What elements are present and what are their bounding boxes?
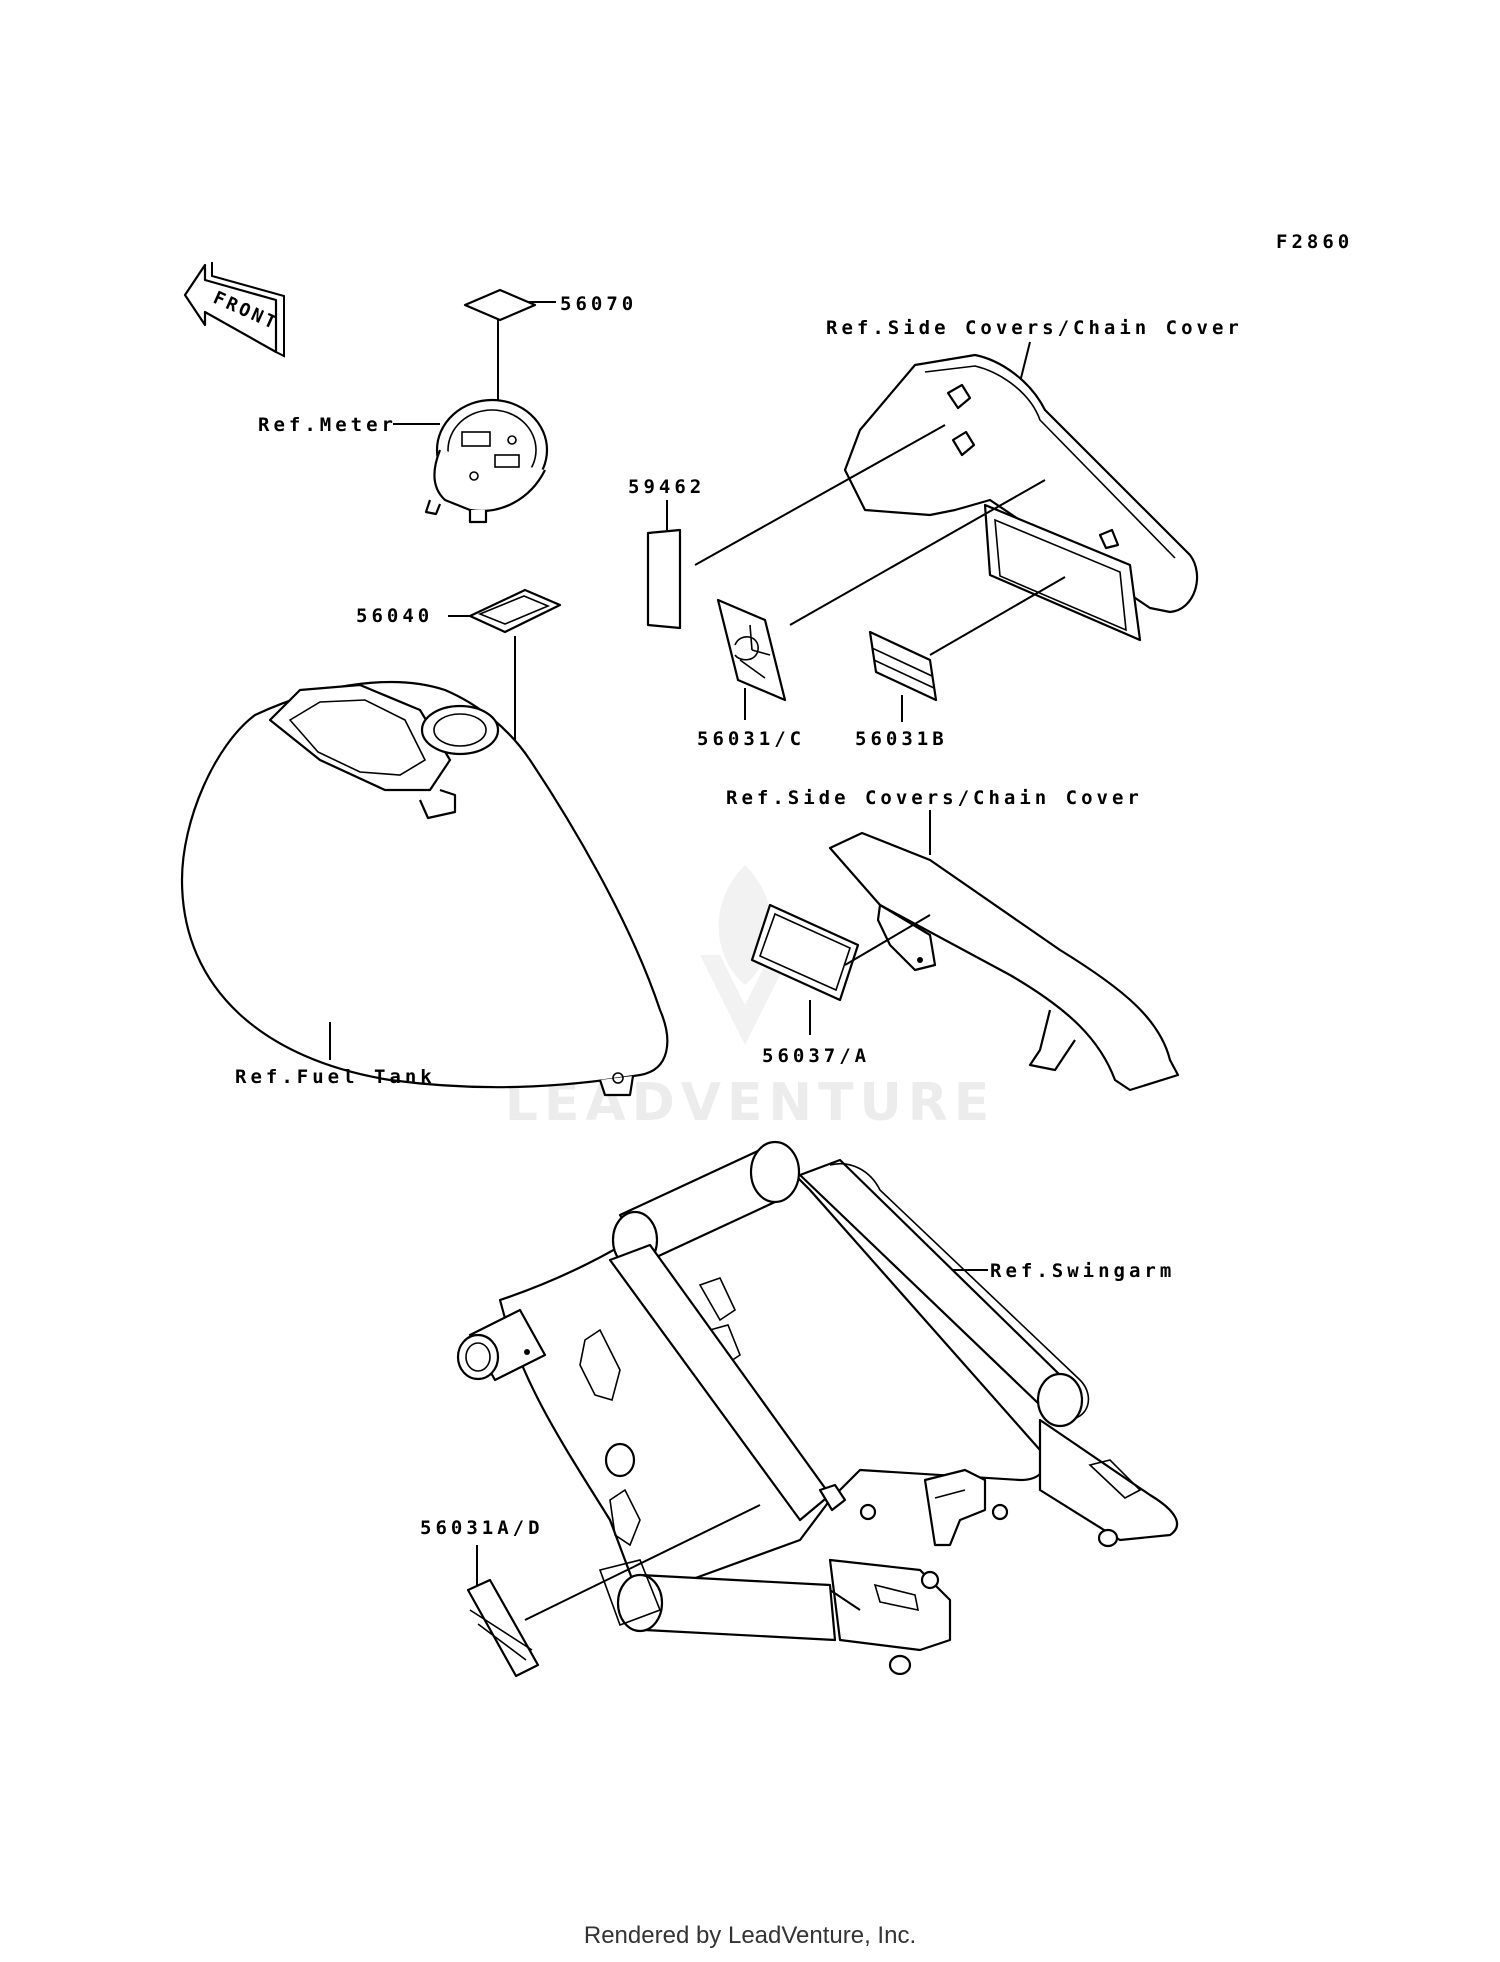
label-56031C: 56031/C: [697, 479, 1046, 750]
label-56031B: 56031B: [855, 576, 1066, 750]
label-56031AD: 56031A/D: [420, 1517, 544, 1678]
ref-side-covers-label-1: Ref.Side Covers/Chain Cover: [826, 317, 1243, 339]
ref-meter-label: Ref.Meter: [258, 414, 397, 436]
side-cover-lower-part: Ref.Side Covers/Chain Cover: [726, 787, 1180, 1092]
label-56040: 56040: [356, 588, 562, 778]
ref-side-covers-label-2: Ref.Side Covers/Chain Cover: [726, 787, 1143, 809]
figure-code: F2860: [1276, 231, 1353, 253]
ref-fuel-tank-label: Ref.Fuel Tank: [235, 1066, 436, 1088]
label-56070: 56070: [463, 288, 637, 440]
side-cover-upper-part: Ref.Side Covers/Chain Cover: [826, 317, 1243, 642]
label-59462: 59462: [628, 424, 946, 630]
part-number-56070: 56070: [560, 293, 637, 315]
part-number-56040: 56040: [356, 605, 433, 627]
swingarm-part: Ref.Swingarm: [456, 1140, 1179, 1676]
meter-part: Ref.Meter: [258, 398, 549, 524]
label-56037A: 56037/A: [750, 903, 931, 1067]
ref-swingarm-label: Ref.Swingarm: [990, 1260, 1175, 1282]
footer-credit: Rendered by LeadVenture, Inc.: [583, 1922, 917, 1949]
part-number-56031AD: 56031A/D: [420, 1517, 544, 1539]
part-number-56031C: 56031/C: [697, 728, 805, 750]
front-arrow-icon: FRONT: [183, 262, 285, 358]
part-number-59462: 59462: [628, 476, 705, 498]
fuel-tank-part: Ref.Fuel Tank: [180, 680, 669, 1097]
part-number-56037A: 56037/A: [762, 1045, 870, 1067]
part-number-56031B: 56031B: [855, 728, 948, 750]
